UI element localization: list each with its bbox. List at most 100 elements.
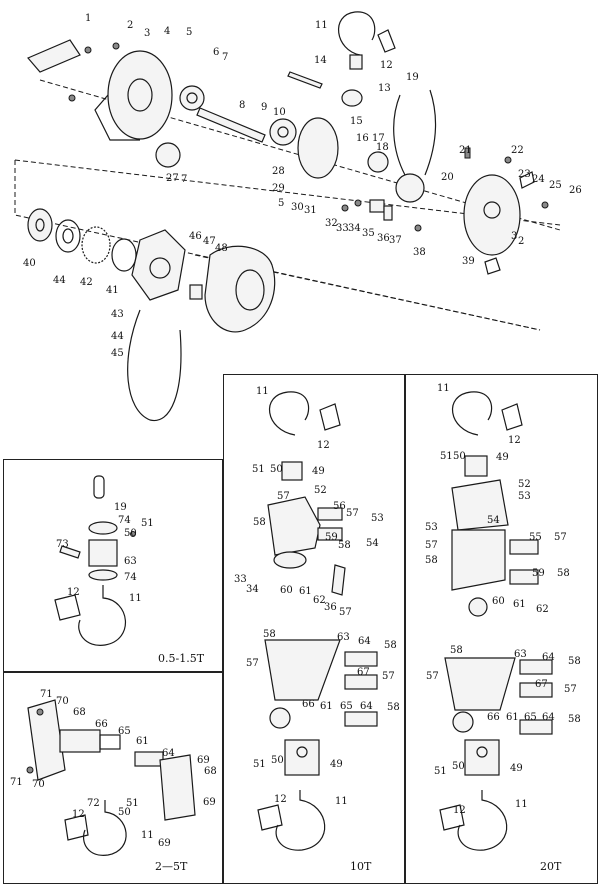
side-plate-39 [463, 174, 521, 256]
part-number: 57 [382, 671, 395, 682]
part-number: 74 [118, 515, 131, 526]
part-number: 30 [291, 202, 304, 213]
part-number: 53 [425, 522, 438, 533]
part-number: 11 [315, 20, 328, 31]
cover-plate-1 [27, 39, 81, 73]
part-number: 68 [73, 707, 86, 718]
part-number: 51 [252, 464, 265, 475]
part-number: 57 [339, 607, 352, 618]
part-number: 31 [304, 205, 317, 216]
part-number: 51 [434, 766, 447, 777]
part-number: 49 [496, 452, 509, 463]
part-number: 44 [53, 275, 66, 286]
part-number: 58 [450, 645, 463, 656]
part-number: 66 [95, 719, 108, 730]
part-number: 62 [536, 604, 549, 615]
hook-11-2-5t [83, 800, 127, 856]
wheel-cover-5 [107, 50, 173, 140]
part-number: 58 [263, 629, 276, 640]
panel-20t [405, 374, 598, 884]
part-number: 64 [360, 701, 373, 712]
part-number: 59 [325, 532, 338, 543]
part-number: 41 [106, 285, 119, 296]
pin-14 [287, 71, 323, 89]
part-number: 64 [358, 636, 371, 647]
part-number: 69 [197, 755, 210, 766]
part-number: 69 [158, 838, 171, 849]
two-five-ton-art [26, 699, 196, 856]
part-number: 57 [346, 508, 359, 519]
part-number: 18 [376, 142, 389, 153]
part-number: 51 [440, 451, 453, 462]
part-number: 46 [189, 231, 202, 242]
ratchet-42 [81, 226, 111, 264]
part-number: 50 [124, 528, 137, 539]
panel-small-hook [3, 459, 223, 672]
part-number: 65 [340, 701, 353, 712]
bottom-hook-11-10t [275, 790, 326, 851]
part-number: 12 [317, 440, 330, 451]
part-number: 55 [529, 532, 542, 543]
part-number: 72 [87, 798, 100, 809]
part-number: 69 [203, 797, 216, 808]
block-63-20t [444, 657, 516, 711]
part-number: 11 [437, 383, 450, 394]
part-number: 61 [299, 586, 312, 597]
part-number: 62 [313, 595, 326, 606]
part-number: 43 [111, 309, 124, 320]
part-number: 39 [462, 256, 475, 267]
part-number: 50 [453, 451, 466, 462]
block-52-20t [451, 479, 509, 531]
part-number: 14 [314, 55, 327, 66]
part-number: 12 [453, 805, 466, 816]
washer-41 [111, 238, 137, 272]
part-number: 50 [452, 761, 465, 772]
part-number: 61 [506, 712, 519, 723]
part-number: 20 [441, 172, 454, 183]
part-number: 65 [118, 726, 131, 737]
load-sheave-20 [395, 173, 425, 203]
part-number: 63 [124, 556, 137, 567]
caption-10t: 10T [350, 860, 372, 873]
part-number: 2 [518, 236, 525, 247]
part-number: 58 [425, 555, 438, 566]
part-number: 34 [348, 223, 361, 234]
caption-0-5-1-5t: 0.5-1.5T [158, 652, 205, 665]
part-number: 51 [253, 759, 266, 770]
block-63-10t [264, 639, 341, 701]
caption-20t: 20T [540, 860, 562, 873]
part-number: 4 [164, 26, 171, 37]
part-number: 48 [215, 243, 228, 254]
part-number: 11 [256, 386, 269, 397]
part-number: 59 [532, 568, 545, 579]
part-number: 49 [330, 759, 343, 770]
part-number: 26 [569, 185, 582, 196]
part-number: 23 [518, 169, 531, 180]
part-number: 37 [389, 235, 402, 246]
top-hook-11-10t [269, 391, 310, 436]
part-number: 11 [141, 830, 154, 841]
part-number: 70 [56, 696, 69, 707]
part-number: 52 [518, 479, 531, 490]
side-plate-29 [297, 117, 339, 179]
small-hook-art [54, 475, 136, 646]
part-number: 54 [487, 515, 500, 526]
part-number: 12 [380, 60, 393, 71]
part-number: 57 [425, 540, 438, 551]
part-number: 66 [302, 699, 315, 710]
disc-40 [27, 208, 53, 242]
part-number: 32 [325, 218, 338, 229]
part-number: 54 [366, 538, 379, 549]
part-number: 71 [40, 689, 53, 700]
part-number: 25 [549, 180, 562, 191]
side-plate-68 [27, 699, 66, 781]
part-number: 60 [492, 596, 505, 607]
part-number: 63 [337, 632, 350, 643]
part-number: 64 [162, 748, 175, 759]
part-number: 5 [278, 198, 285, 209]
part-number: 50 [118, 807, 131, 818]
block-52-10t [267, 496, 321, 556]
part-number: 52 [314, 485, 327, 496]
part-number: 6 [213, 47, 220, 58]
